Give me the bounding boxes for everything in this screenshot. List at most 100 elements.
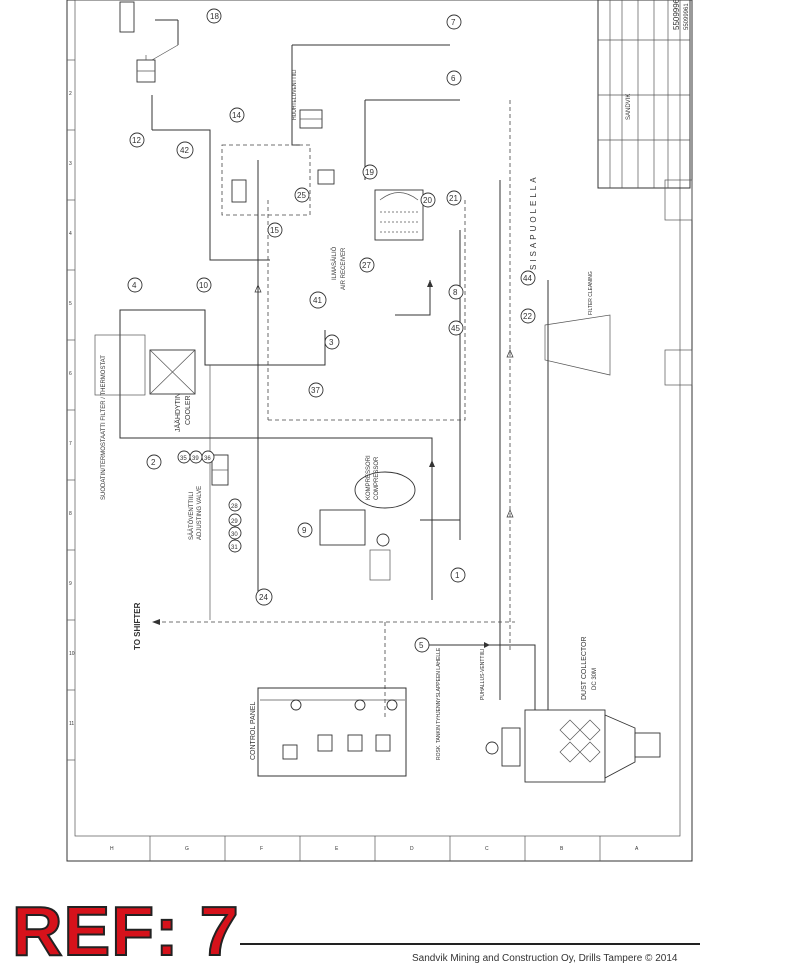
flow-arrows [254,280,514,648]
left-grid-ticks [67,59,601,861]
dust-collector: DUST COLLECTOR DC 30M [485,636,661,783]
row-index: 9 [69,581,72,587]
item-balloon-25: 24 [255,588,273,606]
item-number: 28 [231,504,238,510]
title-block: 55099961 55099961 SANDVIK [597,0,693,386]
item-number: 18 [210,12,219,21]
item-number: 20 [423,196,432,205]
item-number: 35 [180,456,187,462]
cooler-label-en: COOLER [185,395,192,425]
item-balloon-9: 9 [297,522,313,538]
item-number: 5 [419,641,424,650]
item-balloon-6: 6 [446,70,462,86]
footer-rule [240,943,700,945]
flushing-valve-label: HUUHTELUVENTTIILI [292,69,298,120]
item-number: 14 [232,111,241,120]
sisapuolella-label: SISAPUOLELLA [529,174,538,270]
item-number: 1 [455,571,460,580]
drawing-number-2: 55099961 [684,3,690,30]
filter-enclosure [221,144,311,216]
to-shifter-label: TO SHIFTER [133,602,142,650]
hose-label: ROSK. TANKIN TYHJENNYSLAPPEEN LAHELLE [436,647,442,760]
item-balloon-8: 8 [448,284,464,300]
solenoid-valve-top [119,1,156,83]
adjusting-valve-label-en: ADJUSTING VALVE [197,486,203,540]
item-balloon-28: 27 [359,257,375,273]
col-index: D [410,846,414,852]
flushing-valve: HUUHTELUVENTTIILI [292,69,323,129]
item-number: 22 [523,312,532,321]
item-balloon-21: 20 [420,192,436,208]
check-valve-box [317,169,335,185]
item-balloon-33: 35 [177,450,191,464]
col-index: B [560,846,564,852]
air-receiver-label-fi: ILMASÄILIÖ [331,246,338,280]
filter-element [231,179,247,203]
item-balloon-20: 19 [362,164,378,180]
item-balloon-34: 36 [201,450,215,464]
item-balloon-26: 25 [294,187,310,203]
filter-cleaning-label: FILTER CLEANING [588,271,594,315]
row-index: 6 [69,371,72,377]
col-index: G [185,846,189,852]
item-balloon-3: 3 [324,334,340,350]
item-number: 6 [451,74,456,83]
item-balloon-22: 21 [446,190,462,206]
item-balloon-30: 29 [228,513,242,527]
item-number: 37 [311,386,320,395]
col-index: C [485,846,489,852]
item-balloon-5: 5 [414,637,430,653]
purge-valve-label: PUHALLUS-VENTTIILI [480,649,486,700]
item-number: 31 [231,545,238,551]
row-index: 4 [69,231,72,237]
item-balloon-35: 37 [308,382,324,398]
item-balloon-43: 44 [520,270,536,286]
item-balloon-2: 2 [146,454,162,470]
owner-name: SANDVIK [626,94,632,120]
item-balloon-44: 45 [448,320,464,336]
item-balloon-24: 22 [520,308,536,324]
item-number: 39 [192,456,199,462]
drawing-frame [66,0,693,862]
item-number: 15 [270,226,279,235]
item-balloon-16: 15 [267,222,283,238]
item-number: 41 [313,296,322,305]
row-index: 10 [69,651,75,657]
item-number: 8 [453,288,458,297]
item-balloon-10: 10 [196,277,212,293]
item-number: 30 [231,532,238,538]
item-number: 42 [180,146,189,155]
item-number: 45 [451,324,460,333]
col-index: A [635,846,639,852]
item-balloon-7: 7 [446,14,462,30]
row-index: 5 [69,301,72,307]
item-number: 44 [523,274,532,283]
item-number: 29 [231,519,238,525]
item-balloon-1: 1 [450,567,466,583]
item-balloon-37: 39 [189,450,203,464]
item-number: 3 [329,338,334,347]
item-balloon-4: 4 [127,277,143,293]
to-shifter: TO SHIFTER [133,602,160,650]
row-index: 7 [69,441,72,447]
item-number: 21 [449,194,458,203]
item-number: 4 [132,281,137,290]
item-balloons: 18 7 6 1 2 14 42 19 20 21 15 25 27 4 10 8… [127,8,536,653]
compressor-label-en: COMPRESSOR [374,456,380,500]
air-receiver: ILMASÄILIÖ AIR RECEIVER [331,189,424,290]
drawing-number-1: 55099961 [672,0,681,30]
item-balloon-13: 18 [206,8,222,24]
item-number: 25 [297,191,306,200]
cooler: JÄÄHDYTIN COOLER [94,334,196,432]
item-balloon-32: 31 [228,539,242,553]
item-balloon-40: 41 [309,291,327,309]
row-index: 11 [69,721,74,727]
reference-stamp: REF: 7 [11,892,240,970]
footer-copyright: Sandvik Mining and Construction Oy, Dril… [412,953,678,964]
item-balloon-41: 42 [176,141,194,159]
item-number: 7 [451,18,456,27]
compressor: KOMPRESSORI COMPRESSOR [319,455,416,581]
col-index: E [335,846,339,852]
adjusting-valve: SÄÄTÖVENTTIILI ADJUSTING VALVE [188,454,229,540]
